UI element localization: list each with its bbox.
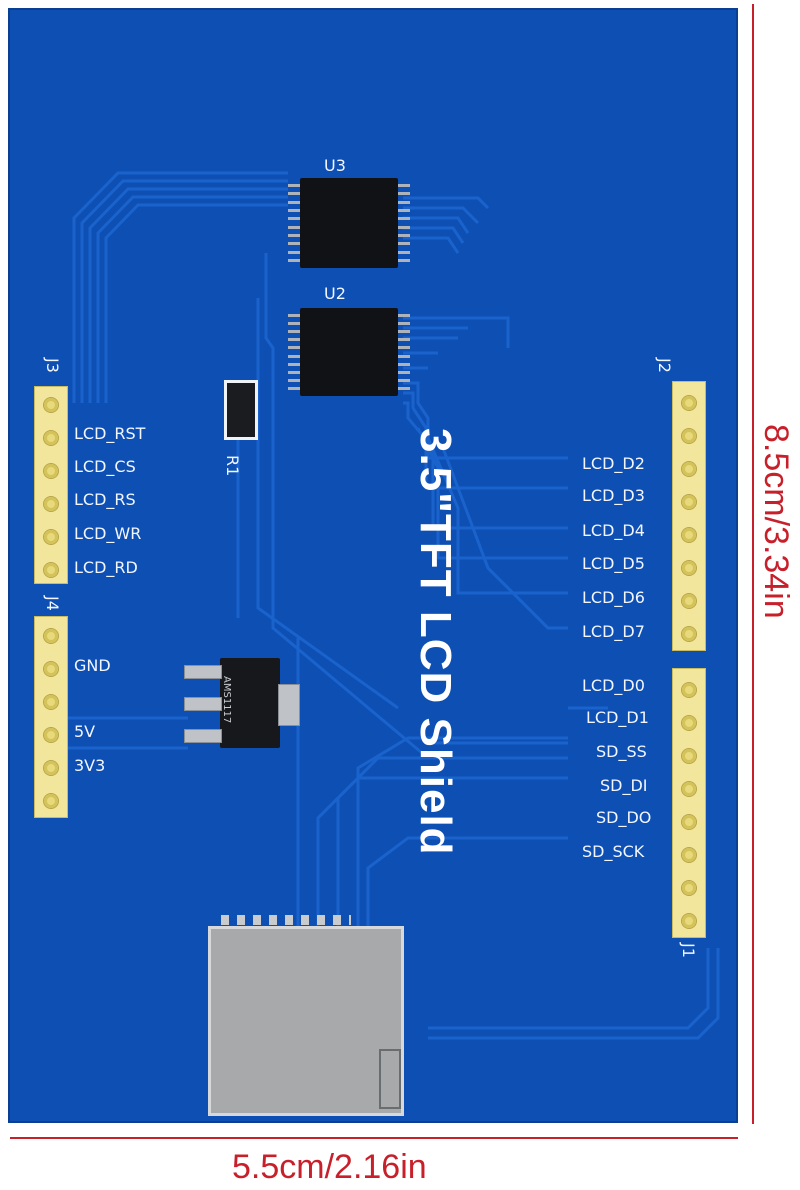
pcb-board: U3 U2 R1 J3 LCD_RST LCD_CS LCD_RS LCD_WR… [8, 8, 738, 1123]
sd-card-slot [208, 915, 404, 1116]
copper-traces [68, 171, 720, 1040]
j1-pin-sd-ss: SD_SS [596, 742, 647, 761]
width-dimension: 5.5cm/2.16in [232, 1148, 427, 1186]
j1-pin-lcd-d1: LCD_D1 [586, 708, 649, 727]
j4-pin-5v: 5V [74, 722, 96, 741]
j1-pin-sd-di: SD_DI [600, 776, 648, 795]
regulator-lead-2 [184, 697, 222, 711]
regulator-lead-3 [184, 729, 222, 743]
u3-label: U3 [324, 156, 346, 175]
r1-resistor [224, 380, 258, 440]
j2-pin-lcd-d5: LCD_D5 [582, 554, 645, 573]
u3-chip [288, 178, 410, 268]
j1-label: J1 [679, 943, 698, 958]
j4-header [34, 616, 68, 818]
j1-pin-sd-sck: SD_SCK [582, 842, 645, 861]
regulator-tab [278, 684, 300, 726]
j4-pin-3v3: 3V3 [74, 756, 106, 775]
j3-header [34, 386, 68, 584]
j2-pin-lcd-d4: LCD_D4 [582, 521, 645, 540]
j4-pin-gnd: GND [74, 656, 111, 675]
j1-header [672, 668, 706, 938]
j3-pin-lcd-rd: LCD_RD [74, 558, 138, 577]
j3-pin-lcd-cs: LCD_CS [74, 457, 136, 476]
j2-label: J2 [655, 358, 674, 373]
r1-label: R1 [223, 455, 242, 477]
j1-pin-lcd-d0: LCD_D0 [582, 676, 645, 695]
u2-chip [288, 308, 410, 396]
width-dimension-line [10, 1137, 738, 1139]
regulator-lead-1 [184, 665, 222, 679]
height-dimension: 8.5cm/3.34in [757, 424, 795, 619]
j2-pin-lcd-d6: LCD_D6 [582, 588, 645, 607]
height-dimension-line [752, 4, 754, 1124]
j2-pin-lcd-d3: LCD_D3 [582, 486, 645, 505]
j3-pin-lcd-rs: LCD_RS [74, 490, 136, 509]
j4-label: J4 [43, 596, 62, 611]
j3-label: J3 [43, 358, 62, 373]
j3-pin-lcd-wr: LCD_WR [74, 524, 142, 543]
j2-header [672, 381, 706, 651]
j2-pin-lcd-d2: LCD_D2 [582, 454, 645, 473]
sd-slot-contacts [221, 915, 351, 925]
board-title: 3.5"TFT LCD Shield [411, 428, 460, 856]
j3-pin-lcd-rst: LCD_RST [74, 424, 146, 443]
j2-pin-lcd-d7: LCD_D7 [582, 622, 645, 641]
j1-pin-sd-do: SD_DO [596, 808, 652, 827]
sd-slot-latch [379, 1049, 401, 1109]
ams1117-regulator: AMS1117 [220, 658, 280, 748]
u2-label: U2 [324, 284, 346, 303]
